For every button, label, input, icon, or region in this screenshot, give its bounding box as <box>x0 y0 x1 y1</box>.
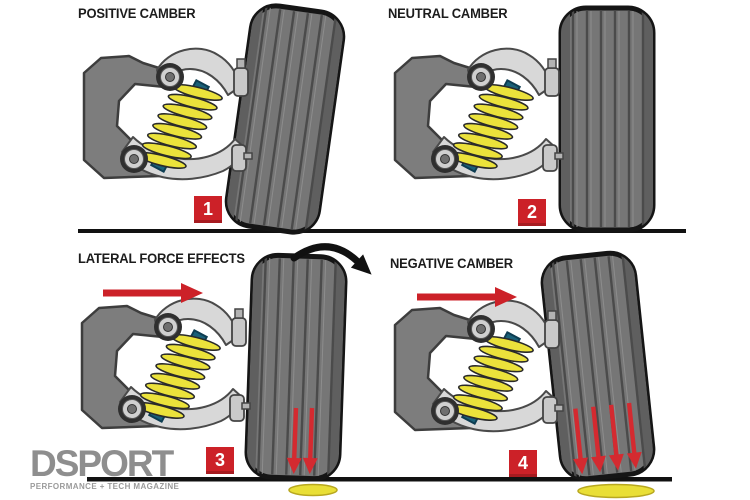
panel-title-positive-camber: POSITIVE CAMBER <box>78 6 196 21</box>
contact-patch-small <box>288 483 338 497</box>
ground-line-top <box>78 229 686 233</box>
dsport-logo: DSPORT PERFORMANCE + TECH MAGAZINE <box>30 443 180 492</box>
panel-number-badge-1: 1 <box>194 196 222 223</box>
panel-title-negative-camber: NEGATIVE CAMBER <box>390 256 513 271</box>
dsport-logo-tagline: PERFORMANCE + TECH MAGAZINE <box>30 482 180 492</box>
panel-title-lateral-force-effects: LATERAL FORCE EFFECTS <box>78 251 245 266</box>
suspension-icon-panel2 <box>393 47 565 184</box>
tire-icon-positive-camber <box>224 3 346 236</box>
dsport-logo-text: DSPORT <box>30 443 174 484</box>
panel-number-badge-3: 3 <box>206 447 234 474</box>
suspension-icon-panel1 <box>82 47 254 184</box>
panel-title-neutral-camber: NEUTRAL CAMBER <box>388 6 508 21</box>
panel-number-badge-2: 2 <box>518 199 546 226</box>
tilt-direction-arrow-icon <box>290 243 372 275</box>
suspension-icon-panel3 <box>80 297 252 434</box>
ground-line-bottom <box>87 477 672 482</box>
contact-patch-large <box>577 483 655 499</box>
tire-icon-neutral-camber <box>561 8 653 230</box>
panel-number-badge-4: 4 <box>509 450 537 477</box>
suspension-icon-panel4 <box>393 299 565 436</box>
